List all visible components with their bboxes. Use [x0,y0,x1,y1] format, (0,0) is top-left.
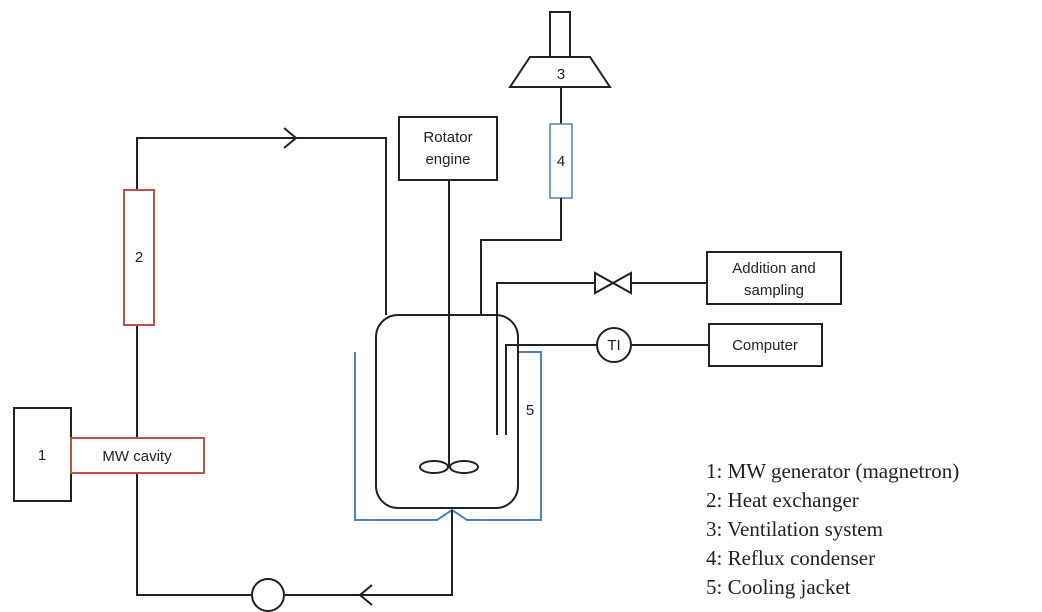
heat-exchanger-number: 2 [135,249,143,266]
addition-sampling-box [706,251,842,305]
cooling-jacket-number: 5 [526,402,534,419]
mw-generator-number: 1 [38,447,46,464]
ventilation-hood [508,56,612,88]
mw-cavity-label: MW cavity [102,448,172,465]
forward-flow-arrow [283,127,298,149]
legend-item: 3: Ventilation system [706,517,883,541]
cooling-jacket [354,351,542,521]
thermocouple-line [505,344,597,435]
reflux-condenser-number: 4 [557,153,565,170]
reactor-vessel [375,314,519,509]
addition-line-vessel [496,282,595,435]
rotator-engine-label-line1: Rotator [423,129,472,146]
return-line [285,510,453,596]
legend-item: 4: Reflux condenser [706,546,875,570]
addition-sampling-label-line1: Addition and [732,260,815,277]
legend-item: 2: Heat exchanger [706,488,859,512]
heat-exchanger [123,189,155,326]
pump-to-loop-line [136,473,252,596]
condenser-line [480,198,562,315]
pump-icon [251,578,285,612]
valve-right-icon [610,271,632,295]
rotator-engine-box [398,116,498,181]
legend-item: 5: Cooling jacket [706,575,851,599]
impeller-blade-right [449,460,479,474]
ventilation-number: 3 [557,66,565,83]
addition-sampling-label-line2: sampling [744,282,804,299]
mw-generator-box [13,407,72,502]
loop-line-top [136,137,387,315]
rotator-engine-label-line2: engine [425,151,470,168]
impeller-blade-left [419,460,449,474]
computer-box [708,323,823,367]
valve-left-icon [594,271,616,295]
temperature-indicator-label: TI [607,337,620,354]
ventilation-chimney [549,11,571,58]
computer-label: Computer [732,337,798,354]
legend-item: 1: MW generator (magnetron) [706,459,959,483]
mw-cavity [70,437,205,474]
return-flow-arrow [358,584,373,606]
